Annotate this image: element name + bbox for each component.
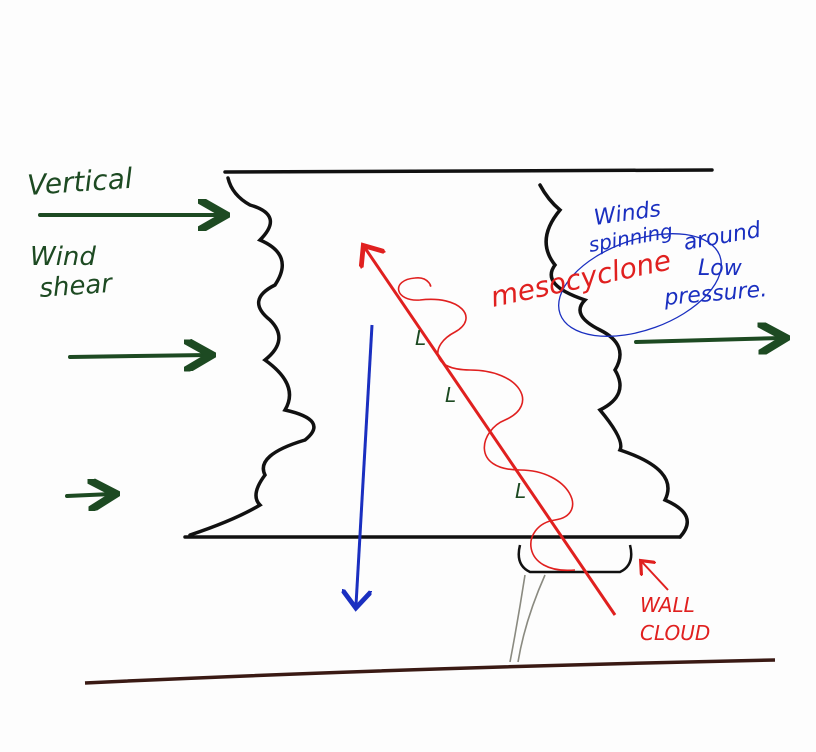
label-vertical: Vertical bbox=[26, 162, 134, 202]
downdraft-arrow bbox=[356, 324, 374, 605]
low-marker-2: L bbox=[445, 383, 456, 407]
wind-arrow-right bbox=[634, 338, 782, 342]
label-low: Low bbox=[698, 256, 743, 281]
label-shear: shear bbox=[38, 269, 115, 304]
ground-line bbox=[84, 658, 776, 685]
low-marker-3: L bbox=[515, 479, 526, 503]
label-pressure: pressure. bbox=[662, 277, 768, 311]
low-marker-1: L bbox=[415, 326, 426, 350]
wall-cloud-pointer-arrow bbox=[642, 562, 669, 591]
low-pressure-circle bbox=[558, 233, 722, 337]
tornado-funnel bbox=[509, 574, 546, 663]
label-cloud: CLOUD bbox=[640, 621, 710, 645]
storm-cloud-outline bbox=[183, 168, 714, 539]
mesocyclone-spiral bbox=[397, 277, 576, 571]
wind-arrow-middle bbox=[68, 355, 208, 357]
wall-cloud bbox=[517, 544, 633, 574]
label-wind: Wind bbox=[30, 242, 96, 272]
label-wall: WALL bbox=[640, 593, 695, 617]
label-around: around bbox=[682, 218, 764, 256]
wind-arrow-lower bbox=[65, 494, 112, 496]
wind-arrows bbox=[38, 215, 782, 496]
